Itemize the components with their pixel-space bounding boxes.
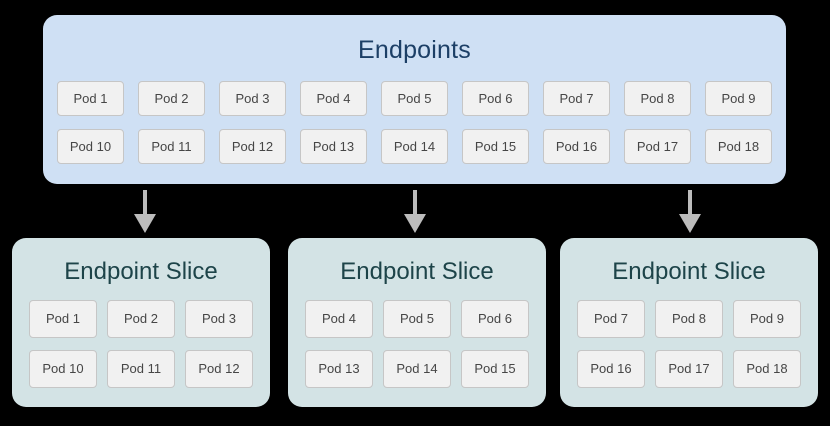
endpoint-slice-panel-2: Endpoint Slice Pod 4 Pod 5 Pod 6 Pod 13 … <box>288 238 546 407</box>
arrow-head <box>679 214 701 233</box>
endpoint-slice-pod-grid: Pod 1 Pod 2 Pod 3 Pod 10 Pod 11 Pod 12 <box>29 300 253 388</box>
endpoint-slice-pod-row-1: Pod 7 Pod 8 Pod 9 <box>577 300 801 338</box>
pod-chip[interactable]: Pod 16 <box>543 129 610 164</box>
pod-chip[interactable]: Pod 6 <box>461 300 529 338</box>
endpoint-slice-panel-1: Endpoint Slice Pod 1 Pod 2 Pod 3 Pod 10 … <box>12 238 270 407</box>
pod-chip[interactable]: Pod 17 <box>655 350 723 388</box>
pod-chip[interactable]: Pod 18 <box>705 129 772 164</box>
arrow-down-icon <box>404 190 426 233</box>
pod-chip[interactable]: Pod 5 <box>381 81 448 116</box>
endpoints-panel: Endpoints Pod 1 Pod 2 Pod 3 Pod 4 Pod 5 … <box>43 15 786 184</box>
endpoint-slice-pod-grid: Pod 7 Pod 8 Pod 9 Pod 16 Pod 17 Pod 18 <box>577 300 801 388</box>
pod-chip[interactable]: Pod 7 <box>577 300 645 338</box>
endpoint-slice-title: Endpoint Slice <box>340 258 494 285</box>
endpoints-pod-grid: Pod 1 Pod 2 Pod 3 Pod 4 Pod 5 Pod 6 Pod … <box>57 81 772 164</box>
pod-chip[interactable]: Pod 9 <box>705 81 772 116</box>
endpoint-slice-pod-row-1: Pod 4 Pod 5 Pod 6 <box>305 300 529 338</box>
pod-chip[interactable]: Pod 14 <box>381 129 448 164</box>
pod-chip[interactable]: Pod 15 <box>462 129 529 164</box>
pod-chip[interactable]: Pod 10 <box>57 129 124 164</box>
endpoint-slice-panel-3: Endpoint Slice Pod 7 Pod 8 Pod 9 Pod 16 … <box>560 238 818 407</box>
pod-chip[interactable]: Pod 5 <box>383 300 451 338</box>
pod-chip[interactable]: Pod 8 <box>624 81 691 116</box>
pod-chip[interactable]: Pod 7 <box>543 81 610 116</box>
pod-chip[interactable]: Pod 16 <box>577 350 645 388</box>
endpoint-slice-pod-row-1: Pod 1 Pod 2 Pod 3 <box>29 300 253 338</box>
endpoint-slice-pod-row-2: Pod 13 Pod 14 Pod 15 <box>305 350 529 388</box>
pod-chip[interactable]: Pod 1 <box>57 81 124 116</box>
endpoint-slice-title: Endpoint Slice <box>612 258 766 285</box>
arrow-down-icon <box>679 190 701 233</box>
pod-chip[interactable]: Pod 17 <box>624 129 691 164</box>
endpoints-pod-row-2: Pod 10 Pod 11 Pod 12 Pod 13 Pod 14 Pod 1… <box>57 129 772 164</box>
pod-chip[interactable]: Pod 18 <box>733 350 801 388</box>
pod-chip[interactable]: Pod 11 <box>138 129 205 164</box>
endpoints-pod-row-1: Pod 1 Pod 2 Pod 3 Pod 4 Pod 5 Pod 6 Pod … <box>57 81 772 116</box>
endpoint-slice-pod-row-2: Pod 10 Pod 11 Pod 12 <box>29 350 253 388</box>
pod-chip[interactable]: Pod 13 <box>305 350 373 388</box>
pod-chip[interactable]: Pod 12 <box>185 350 253 388</box>
pod-chip[interactable]: Pod 10 <box>29 350 97 388</box>
arrow-down-icon <box>134 190 156 233</box>
arrow-head <box>404 214 426 233</box>
pod-chip[interactable]: Pod 11 <box>107 350 175 388</box>
pod-chip[interactable]: Pod 2 <box>107 300 175 338</box>
pod-chip[interactable]: Pod 9 <box>733 300 801 338</box>
arrow-stem <box>688 190 692 216</box>
endpoints-title: Endpoints <box>358 36 471 64</box>
endpoint-slice-pod-grid: Pod 4 Pod 5 Pod 6 Pod 13 Pod 14 Pod 15 <box>305 300 529 388</box>
pod-chip[interactable]: Pod 8 <box>655 300 723 338</box>
pod-chip[interactable]: Pod 14 <box>383 350 451 388</box>
arrow-stem <box>413 190 417 216</box>
endpoint-slice-title: Endpoint Slice <box>64 258 218 285</box>
pod-chip[interactable]: Pod 13 <box>300 129 367 164</box>
pod-chip[interactable]: Pod 3 <box>185 300 253 338</box>
pod-chip[interactable]: Pod 1 <box>29 300 97 338</box>
pod-chip[interactable]: Pod 4 <box>300 81 367 116</box>
pod-chip[interactable]: Pod 6 <box>462 81 529 116</box>
endpoint-slice-pod-row-2: Pod 16 Pod 17 Pod 18 <box>577 350 801 388</box>
pod-chip[interactable]: Pod 12 <box>219 129 286 164</box>
pod-chip[interactable]: Pod 15 <box>461 350 529 388</box>
arrow-head <box>134 214 156 233</box>
pod-chip[interactable]: Pod 3 <box>219 81 286 116</box>
pod-chip[interactable]: Pod 4 <box>305 300 373 338</box>
pod-chip[interactable]: Pod 2 <box>138 81 205 116</box>
arrow-stem <box>143 190 147 216</box>
